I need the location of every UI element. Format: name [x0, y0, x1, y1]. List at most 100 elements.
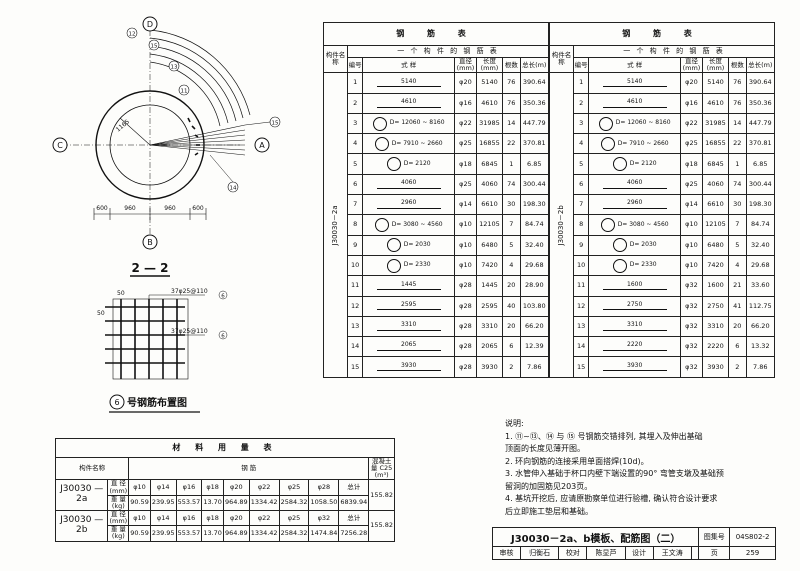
row-total: 447.79 [745, 112, 776, 135]
row-shape: D= 3080 ~ 4560 [362, 214, 456, 236]
shape-circle: D= 3080 ~ 4560 [363, 218, 454, 232]
row-no: 10 [573, 254, 590, 277]
atlas-label: 图集号 [698, 527, 731, 547]
row-count: 20 [502, 275, 521, 297]
shape-bar: 4060 [589, 180, 680, 189]
weight-cell: 2584.32 [278, 494, 310, 511]
row-shape: D= 12060 ~ 8160 [362, 112, 456, 135]
shape-circle: D= 3080 ~ 4560 [589, 218, 680, 232]
row-no: 6 [347, 173, 364, 196]
row-count: 4 [502, 254, 521, 277]
concrete-value: 155.82 [368, 479, 395, 511]
row-total: 390.64 [519, 72, 550, 94]
header-col: 总长(m) [745, 56, 776, 74]
ring-icon [600, 218, 615, 232]
row-diameter: φ28 [454, 295, 477, 317]
row-length: 4060 [701, 173, 730, 196]
diam-cell: φ20 [222, 479, 250, 496]
shape-label: 5140 [627, 77, 643, 85]
rebar-table-title: 钢 筋 表 [549, 22, 775, 46]
member-name: J30030－2a [323, 72, 348, 378]
weight-cell: 90.59 [128, 525, 151, 542]
bar-line [602, 370, 667, 372]
weight-cell: 239.95 [149, 525, 177, 542]
shape-circle: D= 12060 ~ 8160 [363, 116, 454, 131]
page-label: 页 [698, 546, 731, 560]
dim-960-right: 960 [164, 205, 176, 212]
row-count: 5 [502, 234, 521, 256]
diam-cell: φ20 [222, 509, 250, 527]
shape-bar: 4610 [363, 98, 454, 108]
shape-label: D= 12060 ~ 8160 [389, 119, 445, 127]
row-total: 7.86 [519, 356, 550, 378]
row-total: 7.86 [745, 356, 776, 378]
rebar-title-text: 号钢筋布置图 [127, 396, 187, 409]
row-diameter: φ32 [680, 336, 703, 358]
shape-circle: D= 2030 [363, 238, 454, 253]
row-diameter: φ32 [680, 356, 703, 378]
row-total: 300.44 [745, 173, 776, 196]
row-diameter: φ22 [454, 112, 477, 135]
row-count: 5 [728, 234, 747, 256]
diam-cell: φ14 [149, 479, 177, 496]
weight-cell: 13.70 [201, 494, 224, 511]
row-diameter: φ32 [680, 295, 703, 317]
shape-label: 2960 [627, 199, 643, 207]
row-total: 84.74 [745, 214, 776, 236]
row-count: 76 [502, 72, 521, 94]
bar-line [602, 350, 667, 352]
row-shape: 2960 [588, 194, 682, 216]
materials-col-steel: 钢 筋 [128, 456, 370, 481]
row-total: 6.85 [519, 153, 550, 175]
row-length: 7420 [701, 254, 730, 277]
row-shape: 3310 [588, 315, 682, 338]
row-diameter: φ28 [454, 336, 477, 358]
diam-cell: φ18 [201, 479, 224, 496]
row-length: 4610 [475, 92, 504, 114]
diam-cell: φ28 [308, 479, 340, 496]
ring-icon [600, 136, 615, 151]
row-shape: D= 3080 ~ 4560 [588, 214, 682, 236]
row-length: 3310 [701, 315, 730, 338]
ring-icon [386, 157, 401, 172]
row-shape: 2960 [362, 194, 456, 216]
header-col: 长度(mm) [475, 56, 504, 74]
row-no: 8 [573, 214, 590, 236]
header-col: 式 样 [588, 56, 682, 74]
row-count: 30 [502, 194, 521, 216]
shape-label: D= 2120 [403, 159, 431, 167]
row-shape: 3310 [362, 315, 456, 338]
row-diameter: φ25 [680, 173, 703, 196]
row-no: 15 [573, 356, 590, 378]
row-shape: D= 12060 ~ 8160 [588, 112, 682, 135]
row-diameter: φ25 [454, 133, 477, 155]
row-total: 29.68 [519, 254, 550, 277]
shape-label: D= 7910 ~ 2660 [391, 139, 443, 147]
shape-label: D= 12060 ~ 8160 [615, 119, 671, 127]
ring-icon [598, 116, 613, 131]
materials-table: 材 料 用 量 表构件名称钢 筋混凝土量 C25 (m³)J30030 — 2a… [54, 438, 395, 542]
row-count: 22 [728, 133, 747, 155]
weight-cell: 6839.94 [338, 494, 370, 511]
header-col: 编号 [573, 56, 590, 74]
weight-cell: 964.89 [222, 525, 250, 542]
row-no: 14 [347, 336, 364, 358]
row-no: 8 [347, 214, 364, 236]
row-diameter: φ10 [680, 214, 703, 236]
bar-line [376, 187, 441, 189]
shape-bar: 1445 [363, 281, 454, 291]
shape-label: 4060 [401, 179, 417, 187]
bar-line [602, 289, 667, 291]
header-col: 式 样 [362, 56, 456, 74]
atlas-no: 04S802-2 [729, 527, 776, 547]
row-no: 5 [347, 153, 364, 175]
